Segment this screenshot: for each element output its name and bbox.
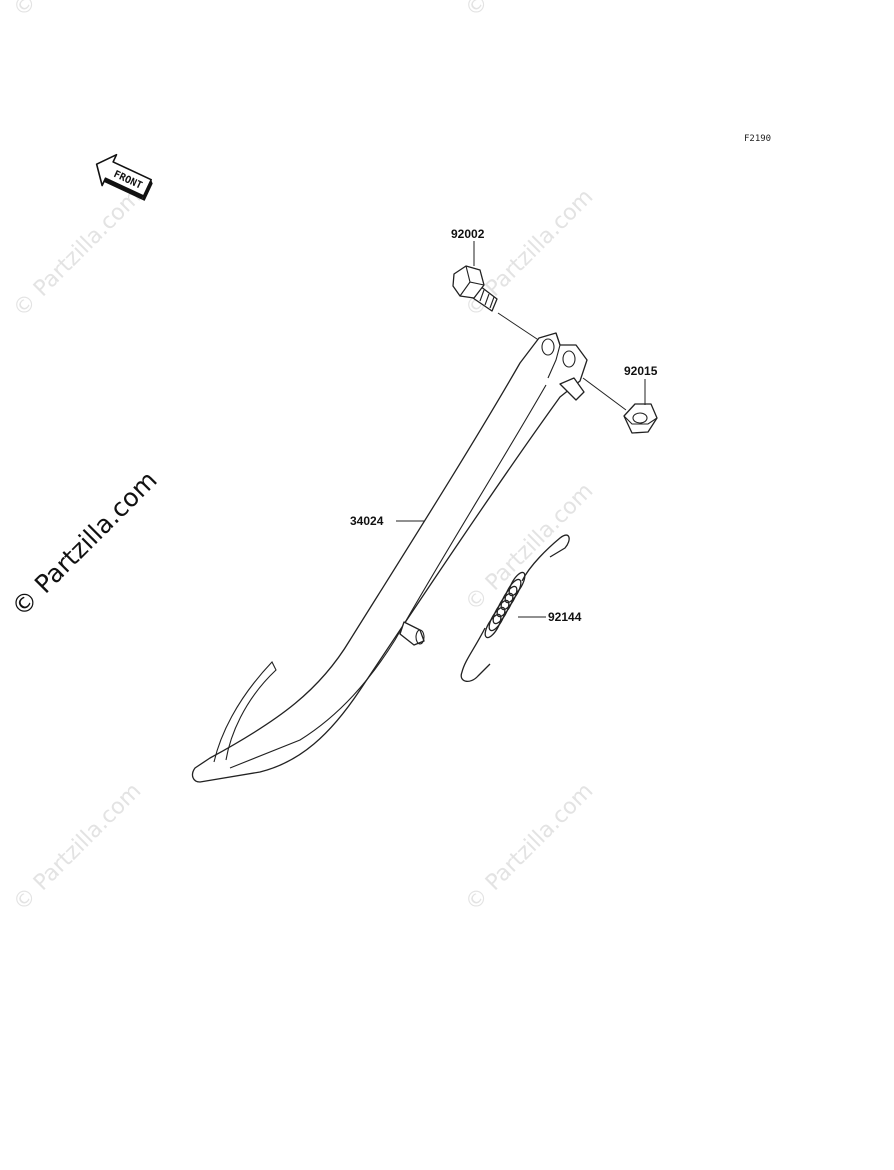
part-number-92144: 92144 [548, 610, 582, 624]
nut-92015 [623, 403, 658, 434]
part-number-34024: 34024 [350, 514, 384, 528]
guide-bracket-to-nut [582, 377, 627, 411]
watermark-text-prominent: © Partzilla.com [6, 465, 163, 622]
spring-coils [484, 571, 526, 639]
spring-92144 [460, 534, 570, 682]
guide-bolt-to-bracket [497, 312, 541, 342]
side-stand-34024 [191, 332, 588, 783]
watermark-text: © Partzilla.com [9, 779, 147, 917]
watermark-text: © Partzilla.com [9, 0, 147, 22]
figure-id: F2190 [744, 134, 771, 144]
part-number-92015: 92015 [624, 364, 658, 378]
bolt-92002 [452, 265, 498, 312]
part-number-92002: 92002 [451, 227, 485, 241]
watermark-text: © Partzilla.com [461, 0, 599, 22]
watermark-text: © Partzilla.com [461, 779, 599, 917]
front-arrow-icon: FRONT [95, 153, 153, 201]
watermark-text: © Partzilla.com [9, 185, 147, 323]
